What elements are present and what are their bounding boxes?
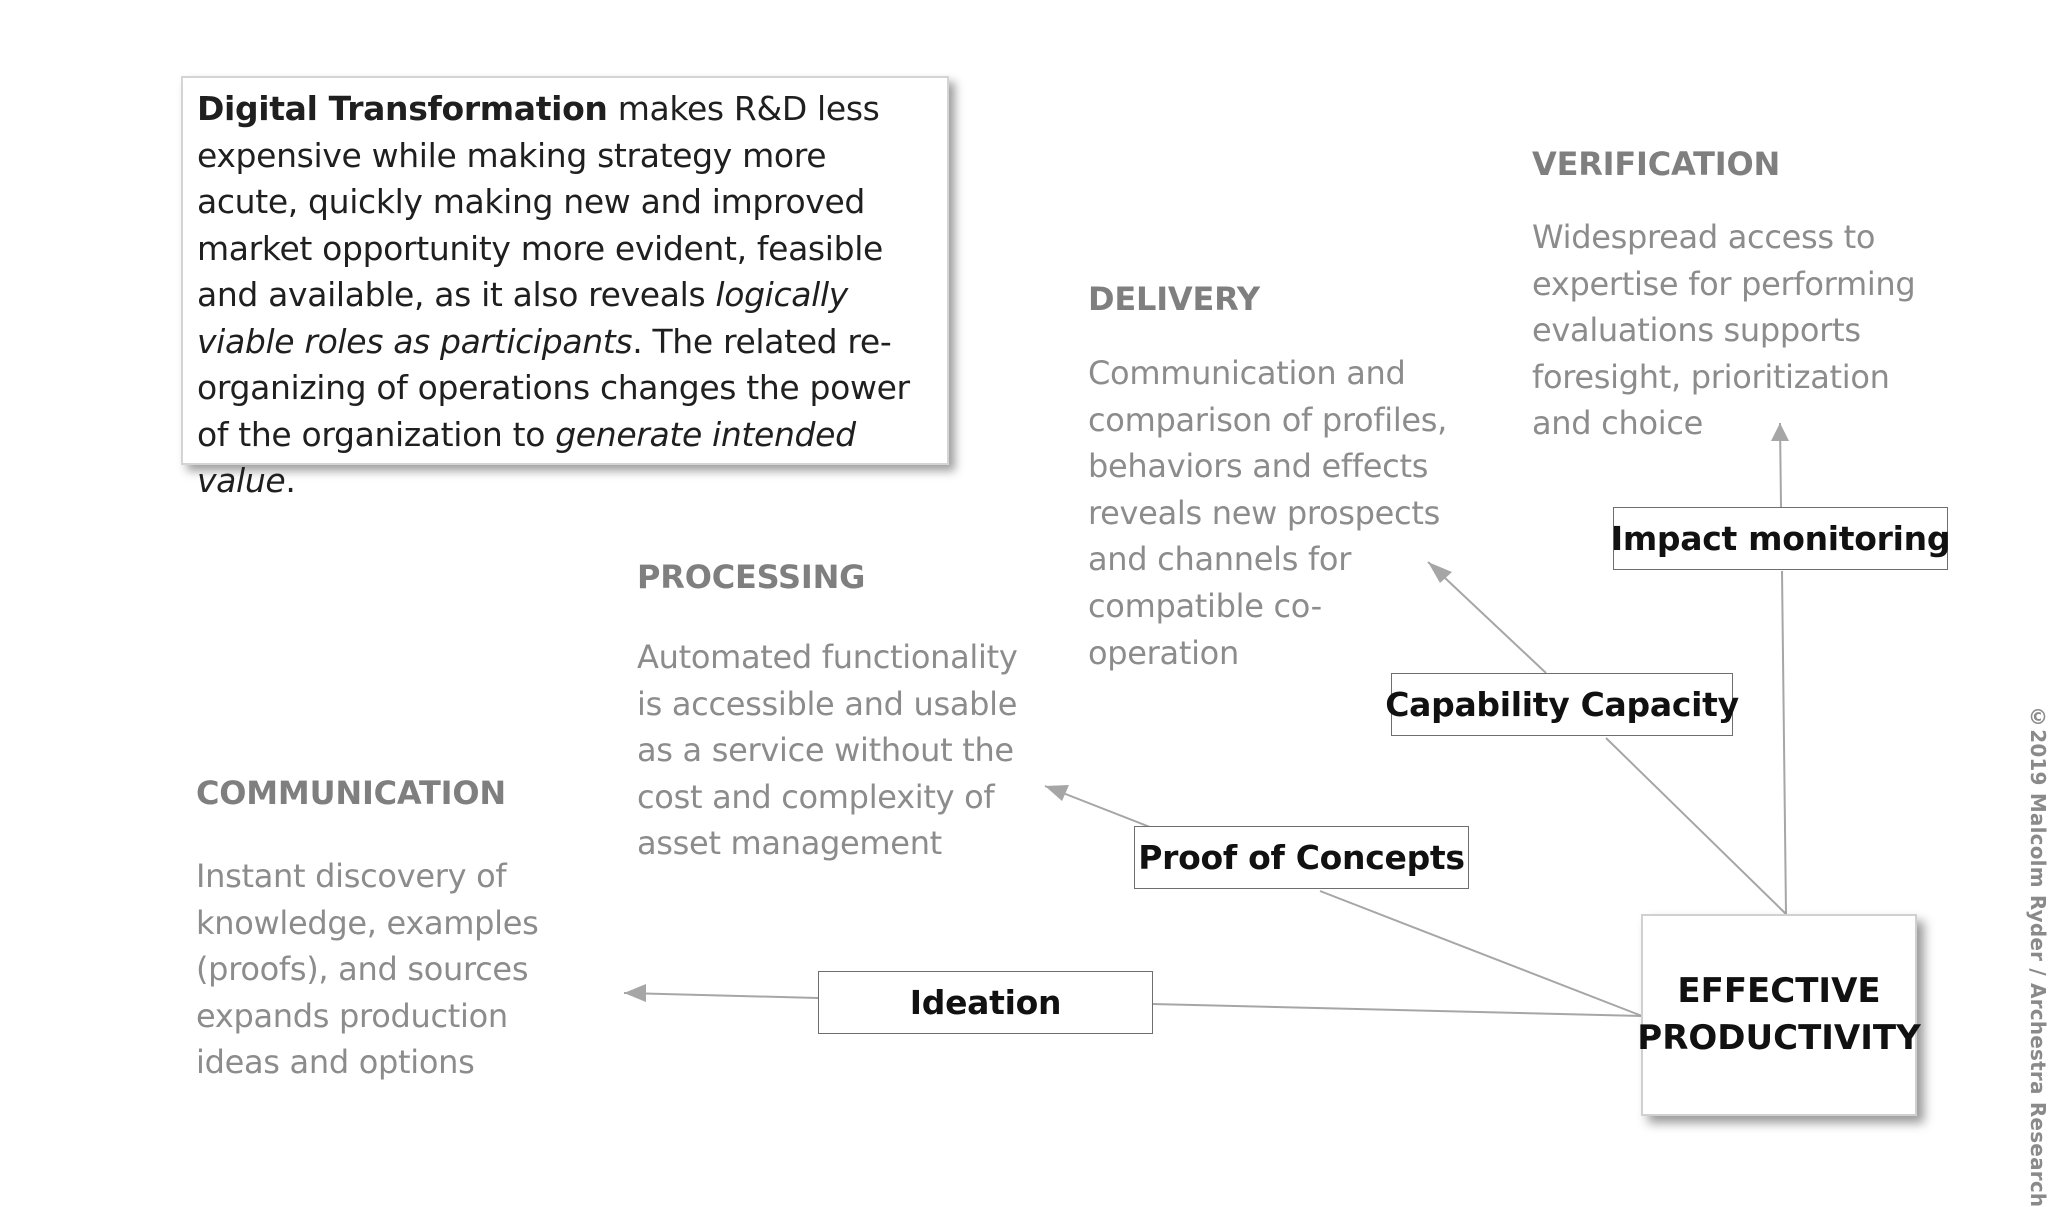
processing-line: asset management xyxy=(637,824,942,863)
communication-line: Instant discovery of xyxy=(196,857,507,895)
delivery-line: Communication and xyxy=(1088,354,1406,392)
connector-lines xyxy=(623,422,1789,1017)
intro-text-part-2: . The related re-organizing of operation… xyxy=(197,321,910,454)
verification-line: and choice xyxy=(1532,404,1704,443)
delivery-line: comparison of profiles, xyxy=(1088,400,1448,439)
capability-capacity-node: Capability Capacity xyxy=(1385,673,1739,736)
communication-line: ideas and options xyxy=(196,1043,475,1082)
arrow-to-delivery xyxy=(1427,561,1547,674)
intro-italic-value: generate intended value xyxy=(197,414,856,501)
verification-title: VERIFICATION xyxy=(1532,145,1781,183)
connector-core-to-capability-capacity xyxy=(1605,737,1787,915)
communication-line: knowledge, examples xyxy=(196,903,539,942)
intro-bold-lead: Digital Transformation xyxy=(197,89,608,128)
intro-italic-roles: logically viable roles as participants xyxy=(197,275,848,361)
verification-line: evaluations supports xyxy=(1532,311,1861,350)
arrowhead-processing xyxy=(1045,785,1069,801)
connector-core-to-proof-of-concepts xyxy=(1319,890,1643,1017)
delivery-line: and channels for xyxy=(1088,540,1352,579)
core-label-line-1: EFFECTIVE xyxy=(1677,971,1881,1011)
connector-core-to-ideation xyxy=(1151,1003,1643,1017)
proof-of-concepts-node: Proof of Concepts xyxy=(1134,826,1469,889)
ideation-node: Ideation xyxy=(818,971,1153,1034)
delivery-line: reveals new prospects xyxy=(1088,493,1440,532)
intro-text-part-3: . xyxy=(285,461,296,500)
core-label-line-2: PRODUCTIVITY xyxy=(1637,1018,1921,1058)
delivery-line: operation xyxy=(1088,633,1239,672)
communication-line: (proofs), and sources xyxy=(196,950,529,989)
verification-description: Widespread access to expertise for perfo… xyxy=(1532,214,1916,447)
arrowhead-delivery xyxy=(1428,562,1452,583)
communication-line: expands production xyxy=(196,996,508,1035)
processing-line: Automated functionality xyxy=(637,638,1018,676)
intro-text-part-1: makes R&D less expensive while making st… xyxy=(197,89,883,314)
communication-description: Instant discovery of knowledge, examples… xyxy=(196,853,539,1086)
verification-line: expertise for performing xyxy=(1532,264,1916,303)
delivery-line: compatible co- xyxy=(1088,586,1322,625)
processing-description: Automated functionality is accessible an… xyxy=(637,634,1018,867)
verification-line: foresight, prioritization xyxy=(1532,357,1890,396)
processing-line: cost and complexity of xyxy=(637,777,995,816)
arrowhead-verification xyxy=(1771,423,1789,441)
impact-monitoring-node: Impact monitoring xyxy=(1611,507,1950,570)
verification-line: Widespread access to xyxy=(1532,218,1876,256)
communication-title: COMMUNICATION xyxy=(196,774,506,812)
connector-core-to-impact-monitoring xyxy=(1781,570,1787,915)
delivery-line: behaviors and effects xyxy=(1088,447,1429,486)
delivery-description: Communication and comparison of profiles… xyxy=(1088,350,1447,676)
intro-text-box: Digital Transformation makes R&D less ex… xyxy=(181,76,949,500)
processing-title: PROCESSING xyxy=(637,558,866,596)
arrowhead-communication xyxy=(624,984,646,1002)
copyright-notice: ©2019 Malcolm Ryder / Archestra Research xyxy=(2026,705,2048,1207)
delivery-title: DELIVERY xyxy=(1088,280,1260,318)
arrow-to-communication xyxy=(623,992,819,999)
processing-line: as a service without the xyxy=(637,731,1014,770)
processing-line: is accessible and usable xyxy=(637,684,1018,723)
effective-productivity-box: EFFECTIVE PRODUCTIVITY xyxy=(1637,914,1921,1116)
